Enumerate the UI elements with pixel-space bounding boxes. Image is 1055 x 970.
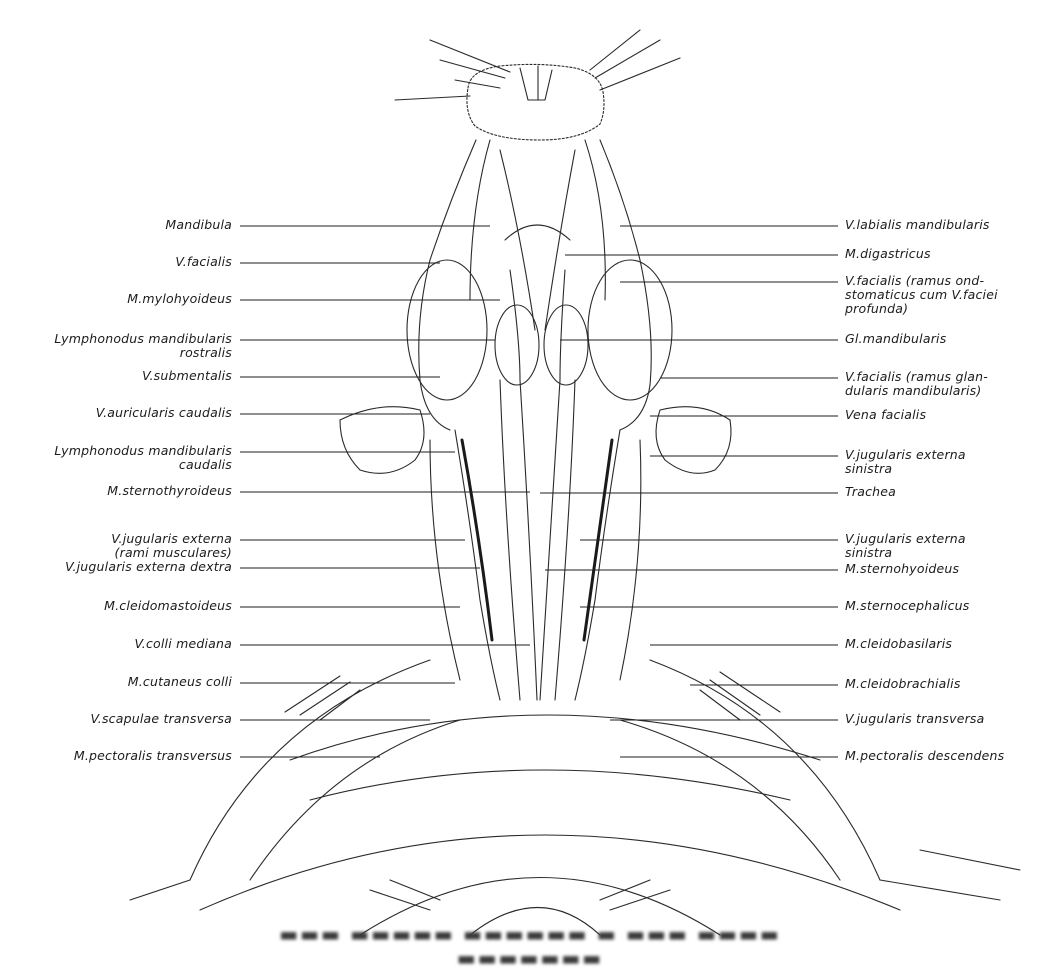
right-label: Gl.mandibularis — [845, 332, 946, 346]
right-label: M.pectoralis descendens — [845, 749, 1004, 763]
right-label: V.jugularis externa sinistra — [845, 448, 966, 476]
left-label: M.mylohyoideus — [127, 292, 232, 306]
left-label: M.cutaneus colli — [128, 675, 232, 689]
right-label: M.cleidobasilaris — [845, 637, 952, 651]
right-label: M.sternocephalicus — [845, 599, 970, 613]
blurred-caption-graphic: ▬▬▬ ▬▬▬▬▬ ▬▬▬▬▬▬ ▬ ▬▬▬ ▬▬▬▬ ▬▬▬▬▬▬▬ — [250, 922, 810, 948]
left-label: V.colli mediana — [134, 637, 232, 651]
left-label: V.jugularis externa (rami musculares) — [111, 532, 232, 560]
left-label: M.sternothyroideus — [107, 484, 232, 498]
left-label: V.submentalis — [142, 369, 232, 383]
left-label: Mandibula — [165, 218, 232, 232]
left-label: M.cleidomastoideus — [104, 599, 232, 613]
left-label: Lymphonodus mandibularis rostralis — [54, 332, 232, 360]
left-label: V.facialis — [175, 255, 232, 269]
left-label: V.scapulae transversa — [90, 712, 232, 726]
right-label: V.facialis (ramus ond- stomaticus cum V.… — [845, 274, 998, 316]
right-label: M.digastricus — [845, 247, 931, 261]
left-label: M.pectoralis transversus — [74, 749, 232, 763]
right-label: Trachea — [845, 485, 896, 499]
right-label: V.jugularis transversa — [845, 712, 985, 726]
right-label: V.labialis mandibularis — [845, 218, 990, 232]
left-label: V.auricularis caudalis — [96, 406, 232, 420]
right-label: V.facialis (ramus glan- dularis mandibul… — [845, 370, 988, 398]
left-label: Lymphonodus mandibularis caudalis — [54, 444, 232, 472]
right-label: M.sternohyoideus — [845, 562, 959, 576]
right-label: V.jugularis externa sinistra — [845, 532, 966, 560]
right-label: M.cleidobrachialis — [845, 677, 961, 691]
left-label: V.jugularis externa dextra — [65, 560, 232, 574]
right-label: Vena facialis — [845, 408, 926, 422]
